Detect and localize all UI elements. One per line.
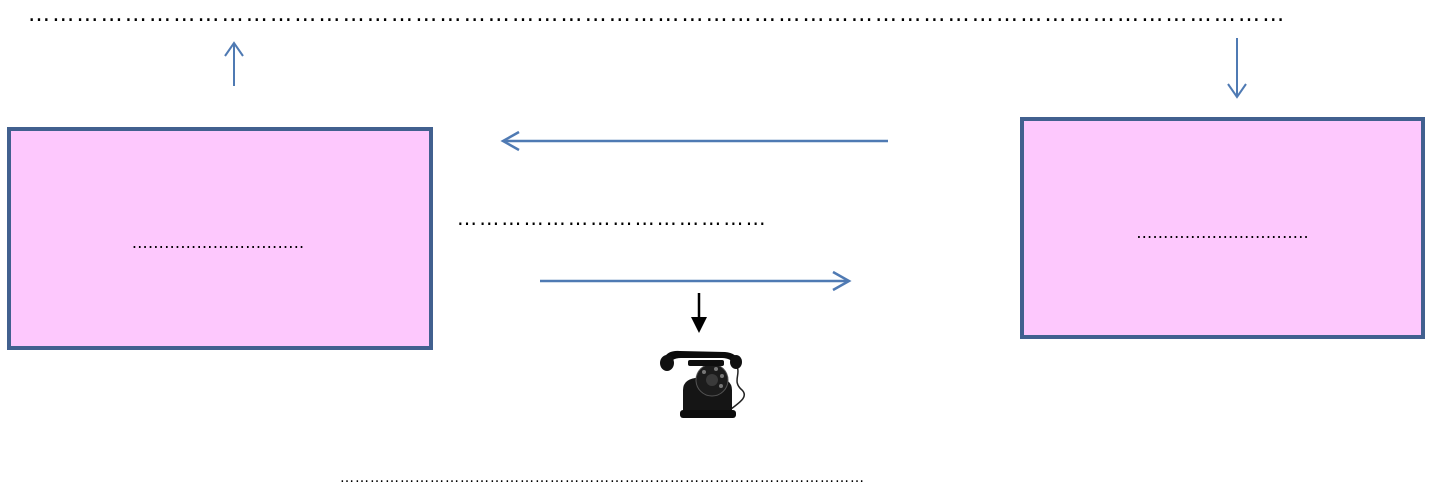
left-box-label: …………………………..	[132, 233, 305, 252]
left-box: …………………………..	[7, 127, 433, 350]
telephone-pointer-arrow	[691, 293, 707, 333]
right-arrow	[540, 272, 849, 290]
middle-blank-line: ……………………………………	[457, 206, 807, 230]
left-arrow	[503, 132, 888, 150]
up-arrow	[225, 43, 243, 86]
right-box-label: …………………………..	[1136, 223, 1309, 242]
top-blank-line: ……………………………………………………………………………………………………………	[28, 2, 1368, 27]
telephone-icon	[660, 351, 744, 418]
down-arrow	[1228, 38, 1246, 97]
right-box: …………………………..	[1020, 117, 1425, 339]
bottom-blank-line: ……………………………………………………………………………………………	[340, 470, 944, 486]
